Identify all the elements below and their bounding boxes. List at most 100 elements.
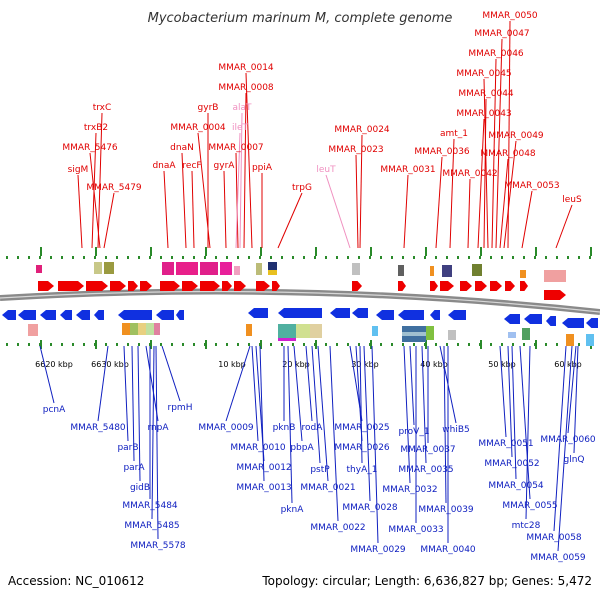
- tick-mark: [127, 256, 129, 259]
- connector-top-0: [77, 174, 83, 249]
- feature-box: [200, 262, 218, 275]
- tick-mark: [512, 256, 514, 259]
- gene-label-bottom-27: MMAR_0032: [382, 485, 437, 495]
- reverse-gene-arrow: [352, 308, 368, 318]
- connector-bottom-15: [293, 345, 303, 442]
- scale-label-2: 10 kbp: [218, 360, 246, 369]
- reverse-gene-arrow: [504, 314, 520, 324]
- gene-label-bottom-29: MMAR_0035: [398, 465, 453, 475]
- connector-top-18: [325, 174, 351, 249]
- gene-label-top-4: MMAR_5479: [86, 183, 142, 193]
- tick-mark: [347, 343, 349, 346]
- tick-mark: [204, 256, 206, 259]
- gene-label-bottom-10: MMAR_0009: [198, 423, 254, 433]
- tick-mark: [226, 343, 228, 346]
- connector-top-22: [435, 156, 443, 249]
- tick-mark: [292, 343, 294, 346]
- feature-box: [508, 332, 516, 338]
- forward-gene-arrow: [58, 281, 84, 291]
- map-title: Mycobacterium marinum M, complete genome: [148, 11, 453, 26]
- connector-bottom-17: [305, 345, 313, 422]
- gene-label-top-15: MMAR_0014: [218, 63, 274, 73]
- feature-box: [36, 265, 42, 273]
- connector-top-12: [243, 92, 247, 249]
- tick-mark: [248, 343, 250, 346]
- tick-mark: [435, 343, 437, 346]
- gene-label-bottom-21: MMAR_0025: [334, 423, 389, 433]
- gene-label-top-0: sigM: [68, 165, 89, 175]
- gene-label-top-30: MMAR_0048: [480, 149, 536, 159]
- gene-label-top-33: MMAR_0053: [504, 181, 559, 191]
- tick-mark: [303, 343, 305, 346]
- tick-mark: [303, 256, 305, 259]
- tick-mark: [402, 343, 404, 346]
- tick-mark: [171, 256, 173, 259]
- connector-top-9: [197, 132, 211, 249]
- gene-label-top-19: MMAR_0024: [334, 125, 390, 135]
- tick-mark: [545, 256, 547, 259]
- gene-label-bottom-8: MMAR_5485: [124, 521, 179, 531]
- gene-label-bottom-41: MMAR_0060: [540, 435, 596, 445]
- gene-label-bottom-20: MMAR_0022: [310, 523, 365, 533]
- gene-label-bottom-32: MMAR_0039: [418, 505, 474, 515]
- feature-box: [310, 324, 322, 338]
- connector-bottom-2: [123, 345, 129, 442]
- tick-mark: [336, 343, 338, 346]
- connector-top-2: [97, 112, 103, 249]
- tick-major: [40, 340, 42, 349]
- gene-label-top-11: MMAR_0007: [208, 143, 263, 153]
- feature-box: [130, 323, 138, 335]
- tick-mark: [490, 256, 492, 259]
- gene-label-top-17: trpG: [292, 183, 312, 193]
- connector-bottom-35: [507, 345, 513, 458]
- reverse-gene-arrow: [76, 310, 90, 320]
- forward-gene-arrow: [475, 281, 487, 291]
- connector-top-30: [499, 158, 509, 249]
- reverse-gene-arrow: [60, 310, 72, 320]
- tick-major: [205, 340, 207, 349]
- scale-label-6: 50 kbp: [488, 360, 516, 369]
- tick-mark: [50, 256, 52, 259]
- connector-top-33: [521, 190, 533, 249]
- gene-label-bottom-26: proV_1: [398, 427, 429, 437]
- connector-top-31: [503, 140, 517, 249]
- tick-major: [150, 340, 152, 349]
- connector-bottom-38: [525, 345, 531, 520]
- tick-mark: [237, 343, 239, 346]
- connector-bottom-25: [371, 345, 379, 544]
- feature-box: [28, 324, 38, 336]
- gene-label-top-29: MMAR_0047: [474, 29, 529, 39]
- genome-backbone: [0, 288, 600, 315]
- gene-label-bottom-35: MMAR_0052: [484, 459, 539, 469]
- connector-top-21: [403, 174, 409, 249]
- tick-mark: [149, 256, 151, 259]
- gene-label-bottom-0: pcnA: [43, 405, 66, 415]
- forward-gene-arrow: [352, 281, 362, 291]
- feature-box: [426, 326, 434, 340]
- tick-mark: [39, 256, 41, 259]
- connector-bottom-34: [499, 345, 507, 438]
- connector-top-23: [449, 138, 455, 249]
- reverse-gene-arrow: [524, 314, 542, 324]
- tick-mark: [292, 256, 294, 259]
- reverse-gene-arrow: [176, 310, 184, 320]
- tick-mark: [28, 343, 30, 346]
- tick-mark: [182, 256, 184, 259]
- connector-top-10: [223, 170, 227, 249]
- tick-marks: [6, 247, 592, 349]
- tick-major: [95, 247, 97, 256]
- tick-mark: [215, 343, 217, 346]
- tick-mark: [457, 256, 459, 259]
- gene-label-top-9: MMAR_0004: [170, 123, 226, 133]
- gene-label-top-32: MMAR_0050: [482, 11, 538, 21]
- accession-label: Accession: NC_010612: [8, 574, 144, 588]
- gene-label-top-20: MMAR_0023: [328, 145, 383, 155]
- gene-label-bottom-1: MMAR_5480: [70, 423, 126, 433]
- tick-mark: [413, 343, 415, 346]
- tick-major: [535, 247, 537, 256]
- forward-gene-arrow: [505, 281, 515, 291]
- connector-bottom-24: [363, 345, 371, 502]
- tick-mark: [61, 343, 63, 346]
- gene-label-bottom-40: MMAR_0059: [530, 553, 586, 563]
